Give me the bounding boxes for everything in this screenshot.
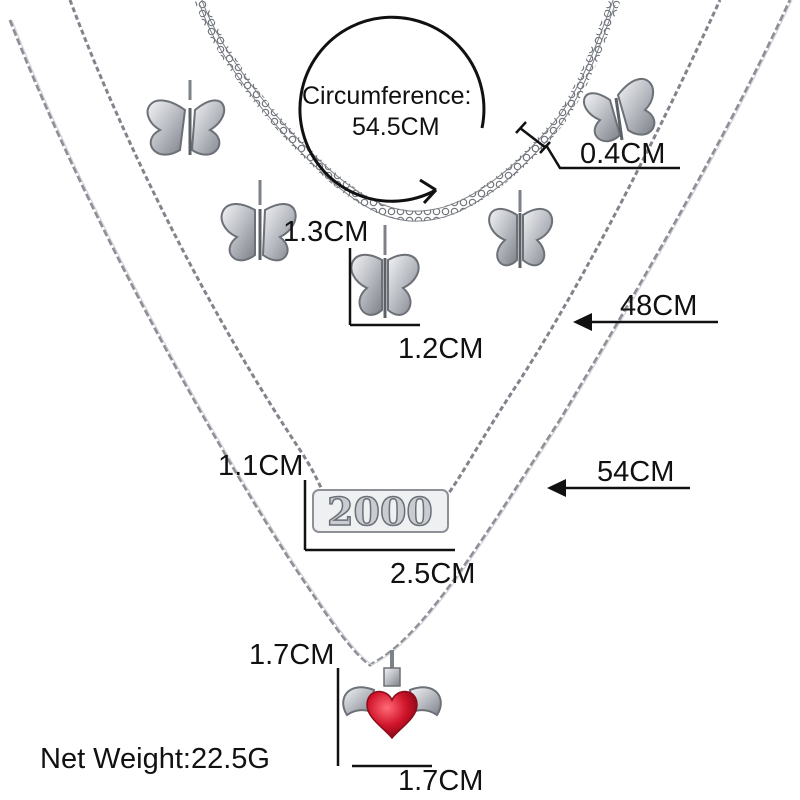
rhinestone-width-label: 0.4CM <box>580 138 666 170</box>
arrow-chain-middle <box>573 313 718 331</box>
butterfly-charm <box>583 77 656 143</box>
number-pendant: 2000 <box>312 488 449 535</box>
butterfly-charm <box>220 180 297 262</box>
chain-tennis <box>194 0 621 222</box>
butterfly-charm <box>350 225 420 318</box>
butterfly-charm <box>146 80 226 156</box>
heart-width-label: 1.7CM <box>398 765 484 797</box>
circumference-value: 54.5CM <box>352 113 440 141</box>
chain-long-length-label: 54CM <box>597 456 675 488</box>
number-height-label: 1.1CM <box>218 450 304 482</box>
butterfly-height-label: 1.3CM <box>283 216 369 248</box>
dimension-line-rhinestone <box>515 121 680 170</box>
chain-long <box>8 0 792 667</box>
heart-pendant <box>342 650 442 740</box>
number-pendant-text: 2000 <box>327 489 433 534</box>
butterfly-width-label: 1.2CM <box>398 333 484 365</box>
chain-middle-length-label: 48CM <box>620 290 698 322</box>
dimension-line-heart <box>336 668 432 768</box>
circumference-indicator <box>298 15 486 205</box>
arrow-chain-long <box>547 479 690 497</box>
butterfly-charm <box>488 190 553 268</box>
chain-middle <box>68 0 722 507</box>
dimension-line-butterfly <box>348 248 420 327</box>
dimension-line-number <box>303 480 455 552</box>
number-width-label: 2.5CM <box>390 558 476 590</box>
heart-height-label: 1.7CM <box>249 639 335 671</box>
net-weight-label: Net Weight:22.5G <box>40 743 270 775</box>
circumference-label: Circumference: <box>302 82 472 110</box>
